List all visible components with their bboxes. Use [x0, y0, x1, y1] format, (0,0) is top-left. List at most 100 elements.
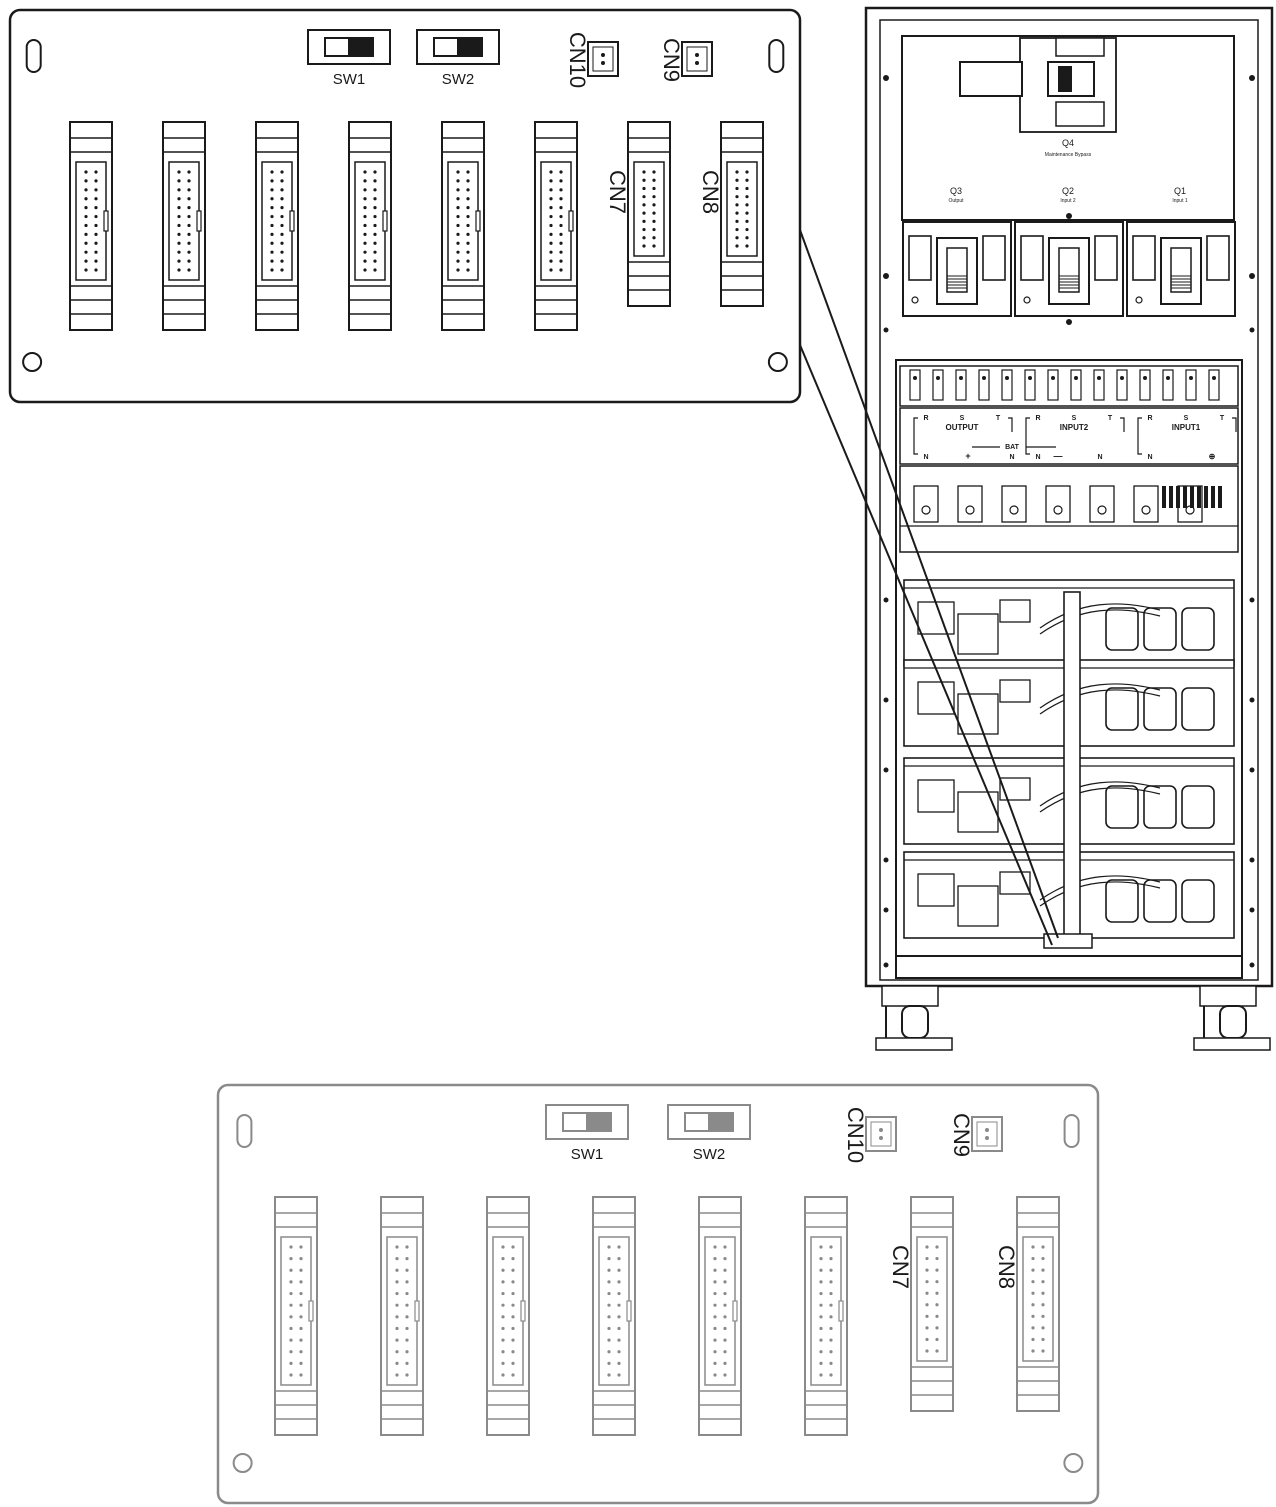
pin	[723, 1326, 727, 1331]
capacitor	[1143, 785, 1177, 829]
polarity-key	[520, 1300, 526, 1322]
bolt	[982, 376, 986, 380]
pin	[549, 170, 553, 174]
breaker-window	[1020, 235, 1044, 281]
pin	[270, 206, 274, 210]
pin	[1041, 1268, 1045, 1272]
pin	[819, 1280, 823, 1284]
breaker-label: Q3	[950, 186, 962, 196]
pin	[187, 259, 191, 263]
pin	[511, 1338, 515, 1342]
bypass-toggle	[1058, 66, 1072, 92]
pin	[501, 1373, 505, 1377]
pin	[289, 1280, 293, 1284]
terminal	[913, 485, 939, 523]
cabinet-inner-frame	[879, 19, 1259, 981]
pin	[456, 214, 460, 219]
callout-lines	[799, 229, 1059, 946]
pin	[270, 223, 274, 228]
module-component	[957, 693, 999, 735]
caster-mount	[881, 985, 939, 1007]
screw	[883, 273, 889, 279]
pin	[363, 179, 367, 183]
bolt	[1051, 376, 1055, 380]
pin	[642, 236, 646, 240]
busbar	[1047, 369, 1059, 401]
pin	[187, 268, 191, 272]
pin	[745, 170, 749, 174]
pin	[617, 1361, 621, 1365]
bypass-handle	[959, 61, 1023, 97]
pin	[819, 1315, 823, 1319]
pin	[925, 1256, 929, 1261]
pin	[642, 219, 646, 223]
pin	[745, 211, 749, 215]
bolt	[1143, 376, 1147, 380]
pin	[925, 1326, 929, 1330]
pin	[559, 250, 563, 254]
pin	[363, 250, 367, 254]
pin	[935, 1256, 939, 1261]
center-post	[1063, 591, 1081, 943]
pin	[395, 1245, 399, 1249]
ribbon-connector-label: CN8	[698, 170, 723, 214]
polarity-key	[838, 1300, 844, 1322]
pin	[1041, 1303, 1045, 1307]
pin	[745, 186, 749, 191]
screw	[1066, 213, 1072, 219]
busbar	[955, 369, 967, 401]
pin	[501, 1338, 505, 1342]
pin	[299, 1268, 303, 1272]
pin	[501, 1257, 505, 1261]
switch-label: SW1	[333, 71, 366, 88]
pin	[735, 170, 739, 174]
terminal-strip	[899, 407, 1239, 465]
battery-neutral-label: N	[1009, 454, 1014, 461]
pin	[723, 1257, 727, 1261]
pin	[501, 1303, 505, 1307]
pin	[985, 1128, 989, 1132]
pin	[280, 179, 284, 183]
bracket	[1120, 417, 1125, 432]
pin	[466, 188, 470, 192]
pin	[456, 268, 460, 272]
capacitor	[1181, 785, 1215, 829]
pin	[617, 1291, 621, 1296]
pin	[1031, 1314, 1035, 1318]
pin	[652, 178, 656, 182]
pin	[559, 232, 563, 236]
pin	[177, 250, 181, 254]
terminal-screw	[1141, 505, 1151, 515]
bracket	[913, 417, 918, 455]
pin	[829, 1257, 833, 1261]
terminal-screw	[1097, 505, 1107, 515]
caster-foot	[875, 1037, 953, 1051]
phase-label: T	[1220, 415, 1225, 422]
pin	[405, 1350, 409, 1354]
breaker-label: Q2	[1062, 186, 1074, 196]
phase-label: T	[1108, 415, 1113, 422]
pin	[405, 1315, 409, 1319]
pin	[1041, 1337, 1045, 1342]
pin	[713, 1303, 717, 1307]
pin	[280, 223, 284, 228]
pin-window	[447, 161, 479, 281]
pin	[723, 1373, 727, 1377]
pin	[395, 1280, 399, 1284]
pin	[559, 188, 563, 192]
busbar	[978, 369, 990, 401]
cabinet-base	[895, 955, 1243, 979]
pin	[373, 197, 377, 201]
pin	[94, 268, 98, 272]
pin	[299, 1245, 303, 1249]
screw	[1249, 327, 1255, 333]
pin	[511, 1326, 515, 1331]
pin	[501, 1326, 505, 1331]
pin	[299, 1280, 303, 1284]
pin	[559, 170, 563, 174]
screw	[883, 697, 889, 703]
breaker-toggle	[1170, 247, 1192, 293]
pin	[280, 188, 284, 192]
pin	[177, 223, 181, 228]
